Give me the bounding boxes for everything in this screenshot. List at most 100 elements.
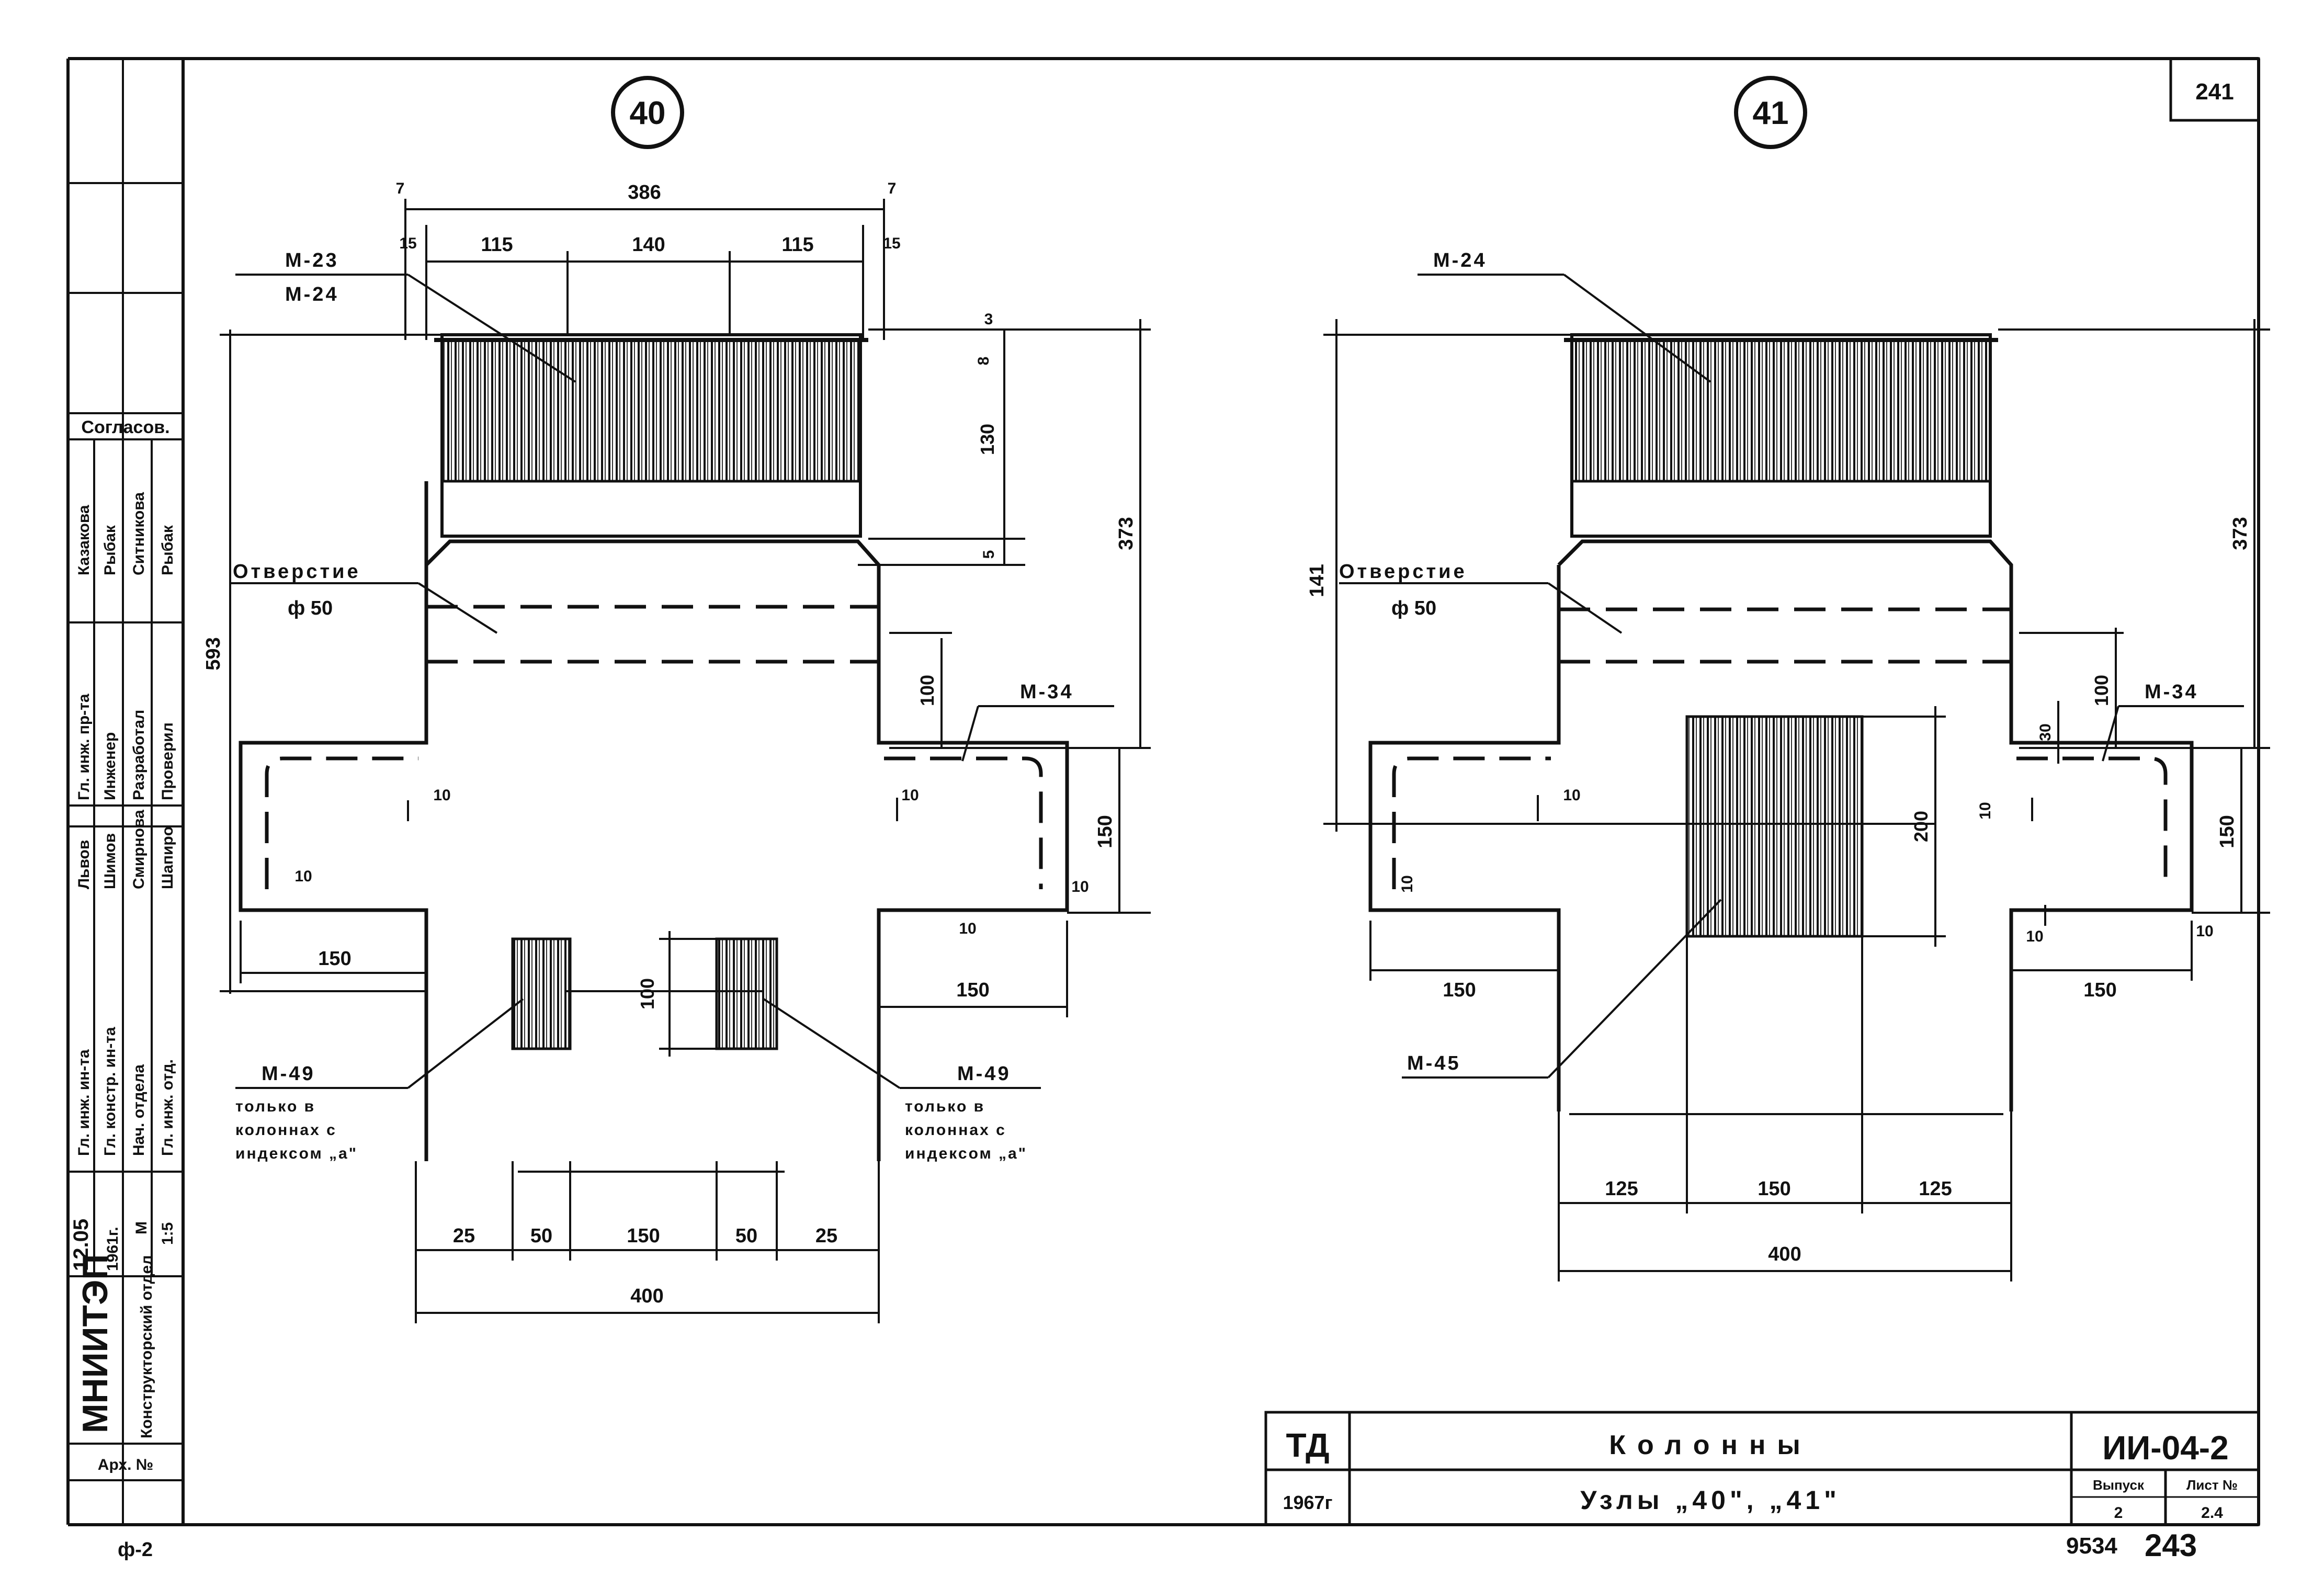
page-number-top: 241 bbox=[2195, 79, 2234, 105]
node-40-dimensions bbox=[220, 199, 1151, 1323]
node-41-label-m45: М-45 bbox=[1407, 1052, 1461, 1074]
node-40-label-m49-right: М-49 bbox=[957, 1063, 1011, 1085]
node-40-dim-100: 100 bbox=[916, 675, 938, 706]
node-40-dim-b25b: 25 bbox=[815, 1225, 837, 1247]
archive-number: 9534 bbox=[2066, 1533, 2117, 1559]
side-stamp bbox=[68, 59, 183, 1525]
stamp-scale-value: 1:5 bbox=[159, 1222, 176, 1245]
node-41-dim-b125a: 125 bbox=[1605, 1178, 1638, 1200]
node-41-dim-b125b: 125 bbox=[1919, 1178, 1952, 1200]
node-41-number: 41 bbox=[1753, 95, 1789, 131]
node-40-dim-593: 593 bbox=[202, 637, 224, 670]
node-40-label-m24: М-24 bbox=[285, 283, 339, 305]
stamp-role-5: Гл. инж. пр-та bbox=[75, 694, 93, 800]
node-40-dim-b150: 150 bbox=[627, 1225, 660, 1247]
node-40-dim-10d: 10 bbox=[1071, 878, 1089, 895]
node-40-dim-373: 373 bbox=[1115, 517, 1137, 550]
node-41-dim-150-right: 150 bbox=[2083, 979, 2116, 1001]
stamp-role-3: Нач. отдела bbox=[130, 1064, 148, 1156]
node-40-dim-7-left: 7 bbox=[396, 180, 405, 197]
node-41-m34-rebar bbox=[1392, 756, 2168, 889]
node-40-dim-10b: 10 bbox=[901, 787, 919, 804]
node-40-dim-100b: 100 bbox=[637, 978, 658, 1009]
node-41-dim-30: 30 bbox=[2037, 723, 2054, 741]
node-40: 40 bbox=[202, 76, 1151, 1323]
stamp-name-6: Рыбак bbox=[101, 525, 119, 575]
node-41-dim-141: 141 bbox=[1306, 564, 1328, 597]
title-series: ИИ-04-2 bbox=[2102, 1429, 2228, 1467]
node-41-dim-10a: 10 bbox=[1563, 787, 1580, 804]
node-41-dim-10d: 10 bbox=[2196, 923, 2213, 940]
node-40-leaders bbox=[230, 274, 1114, 1089]
stamp-role-4: Гл. инж. отд. bbox=[159, 1059, 176, 1156]
node-40-dim-10c: 10 bbox=[294, 868, 312, 885]
node-40-dim-150v: 150 bbox=[1094, 815, 1116, 848]
title-sheet-value: 2.4 bbox=[2201, 1504, 2223, 1522]
corner-mark: ф-2 bbox=[118, 1539, 153, 1561]
node-40-label-m49-left: М-49 bbox=[262, 1063, 315, 1085]
node-41-m24-plate bbox=[1570, 338, 1992, 483]
node-40-label-hole-dia: ф 50 bbox=[288, 597, 333, 619]
stamp-role-8: Проверил bbox=[159, 722, 176, 800]
title-issue-value: 2 bbox=[2114, 1504, 2123, 1522]
node-40-label-hole: Отверстие bbox=[233, 561, 361, 583]
stamp-institute: МНИИТЭП bbox=[75, 1254, 115, 1433]
node-41-dim-200: 200 bbox=[1910, 811, 1932, 842]
node-40-dim-115b: 115 bbox=[781, 234, 813, 256]
node-40-note-right-2: колоннах с bbox=[905, 1121, 1006, 1139]
node-41-leaders bbox=[1339, 274, 2244, 1079]
stamp-name-5: Казакова bbox=[75, 505, 93, 575]
node-40-note-right-1: только в bbox=[905, 1098, 985, 1115]
node-40-note-left-1: только в bbox=[235, 1098, 315, 1115]
node-40-dim-150-left: 150 bbox=[318, 948, 351, 970]
node-40-dim-8: 8 bbox=[975, 357, 992, 366]
stamp-role-1: Гл. инж. ин-та bbox=[75, 1049, 93, 1156]
node-41-dim-400: 400 bbox=[1768, 1243, 1801, 1265]
node-40-label-m34: М-34 bbox=[1020, 681, 1074, 703]
node-40-m49-left bbox=[511, 937, 572, 1050]
node-41-dimensions bbox=[1323, 319, 2270, 1281]
stamp-scale-label: М bbox=[133, 1221, 150, 1234]
title-line2: Узлы „40", „41" bbox=[1580, 1485, 1841, 1515]
node-40-note-right-3: индексом „а" bbox=[905, 1145, 1027, 1162]
node-40-note-left-2: колоннах с bbox=[235, 1121, 337, 1139]
node-41-m45-plate bbox=[1685, 715, 1864, 938]
node-40-dim-115a: 115 bbox=[481, 234, 513, 256]
node-40-m23-plate bbox=[440, 338, 862, 483]
node-40-dim-b50a: 50 bbox=[530, 1225, 552, 1247]
node-40-dim-7-right: 7 bbox=[888, 180, 897, 197]
node-40-number: 40 bbox=[630, 95, 666, 131]
stamp-name-8: Рыбак bbox=[159, 525, 176, 575]
node-41-dim-150v: 150 bbox=[2216, 815, 2238, 848]
title-org: ТД bbox=[1286, 1426, 1329, 1464]
stamp-name-7: Ситникова bbox=[130, 492, 148, 575]
node-40-dim-3: 3 bbox=[984, 311, 993, 328]
stamp-name-4: Шапиро bbox=[159, 826, 176, 889]
node-40-dim-400: 400 bbox=[630, 1285, 663, 1307]
node-40-dim-15-left: 15 bbox=[399, 235, 416, 252]
stamp-date: 12.05 bbox=[70, 1219, 93, 1271]
title-block bbox=[1264, 1411, 2260, 1526]
agreed-label: Согласов. bbox=[81, 417, 169, 437]
node-41-dim-10b: 10 bbox=[1977, 802, 1994, 819]
stamp-department: Конструкторский отдел bbox=[138, 1255, 155, 1438]
node-41-label-m34: М-34 bbox=[2145, 681, 2198, 703]
stamp-name-3: Смирнова bbox=[130, 810, 148, 889]
sheet-frame bbox=[66, 57, 2260, 1526]
stamp-role-2: Гл. констр. ин-та bbox=[101, 1027, 119, 1156]
node-40-dim-10e: 10 bbox=[959, 920, 976, 937]
node-41: 41 bbox=[1306, 76, 2270, 1281]
node-40-column-outline bbox=[239, 481, 1069, 1161]
stamp-role-6: Инженер bbox=[101, 732, 119, 800]
node-40-dim-b25a: 25 bbox=[453, 1225, 475, 1247]
node-40-dim-130: 130 bbox=[977, 424, 998, 455]
node-41-dim-100: 100 bbox=[2091, 675, 2112, 706]
node-40-dim-150-right: 150 bbox=[956, 979, 989, 1001]
stamp-role-7: Разработал bbox=[130, 710, 148, 800]
node-40-dim-386: 386 bbox=[628, 182, 661, 203]
node-41-dim-10c: 10 bbox=[1399, 875, 1416, 892]
title-issue-label: Выпуск bbox=[2093, 1477, 2145, 1493]
node-41-column-outline bbox=[1368, 539, 2194, 1111]
node-41-dim-373: 373 bbox=[2229, 517, 2251, 550]
